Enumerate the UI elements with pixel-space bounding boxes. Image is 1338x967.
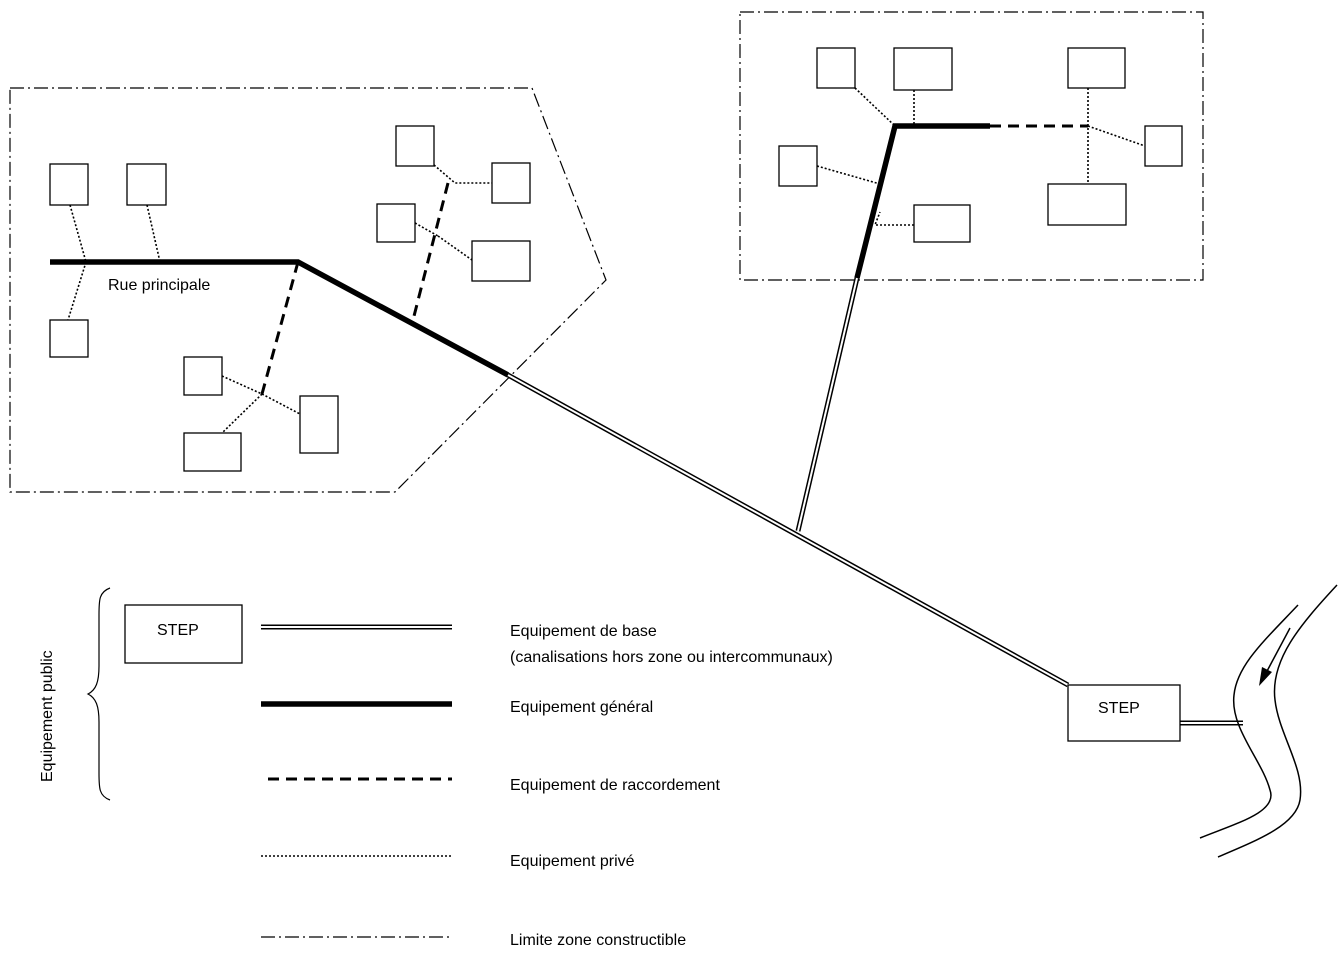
buildings [49, 47, 1183, 472]
building [491, 162, 531, 204]
building [376, 203, 416, 243]
legend-general-label: Equipement général [510, 699, 653, 716]
legend-step-box [124, 604, 243, 664]
legend-base-label: Equipement de base [510, 623, 657, 640]
legend-connection-label: Equipement de raccordement [510, 777, 720, 794]
river [1199, 584, 1338, 858]
building [816, 47, 856, 89]
building [183, 432, 242, 472]
street-label: Rue principale [108, 277, 210, 294]
building [299, 395, 339, 454]
legend-group-label: Equipement public [39, 650, 56, 782]
building [183, 356, 223, 396]
legend-private-label: Equipement privé [510, 853, 635, 870]
legend-base-sublabel: (canalisations hors zone ou intercommuna… [510, 649, 833, 666]
building [49, 163, 89, 206]
legend-step-label: STEP [157, 622, 199, 639]
building [1144, 125, 1183, 167]
building [893, 47, 953, 91]
legend-brace [86, 587, 111, 801]
building [913, 204, 971, 243]
connection-equipment-lines [260, 124, 1088, 395]
flow-arrow-icon [1259, 667, 1272, 686]
buildable-zone-right [739, 11, 1204, 281]
treatment-plant-label: STEP [1098, 700, 1140, 717]
building [395, 125, 435, 167]
legend: Equipement public STEP Equipement de bas… [39, 587, 833, 949]
building [471, 240, 531, 282]
building [49, 319, 89, 358]
building [1067, 47, 1126, 89]
building [126, 163, 167, 206]
treatment-plant-box [1067, 684, 1181, 742]
private-equipment-lines [67, 87, 1146, 434]
building [1047, 183, 1127, 226]
legend-zone-label: Limite zone constructible [510, 932, 686, 949]
buildable-zone-left [9, 87, 607, 493]
base-equipment-lines [506, 277, 1243, 726]
building [778, 145, 818, 187]
